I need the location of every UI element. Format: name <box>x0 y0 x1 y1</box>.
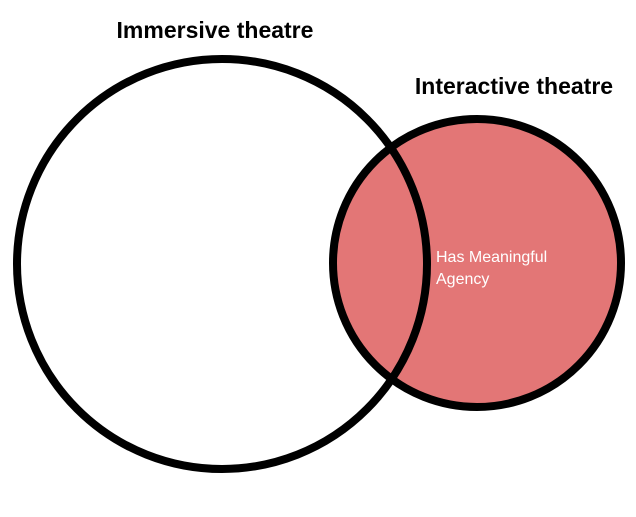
interactive-theatre-label: Interactive theatre <box>415 73 613 99</box>
interactive-theatre-circle <box>329 115 625 411</box>
meaningful-agency-label-line1: Has Meaningful <box>436 249 547 266</box>
meaningful-agency-label-line2: Agency <box>436 271 489 288</box>
immersive-theatre-circle <box>13 55 431 473</box>
immersive-theatre-label: Immersive theatre <box>117 17 314 43</box>
